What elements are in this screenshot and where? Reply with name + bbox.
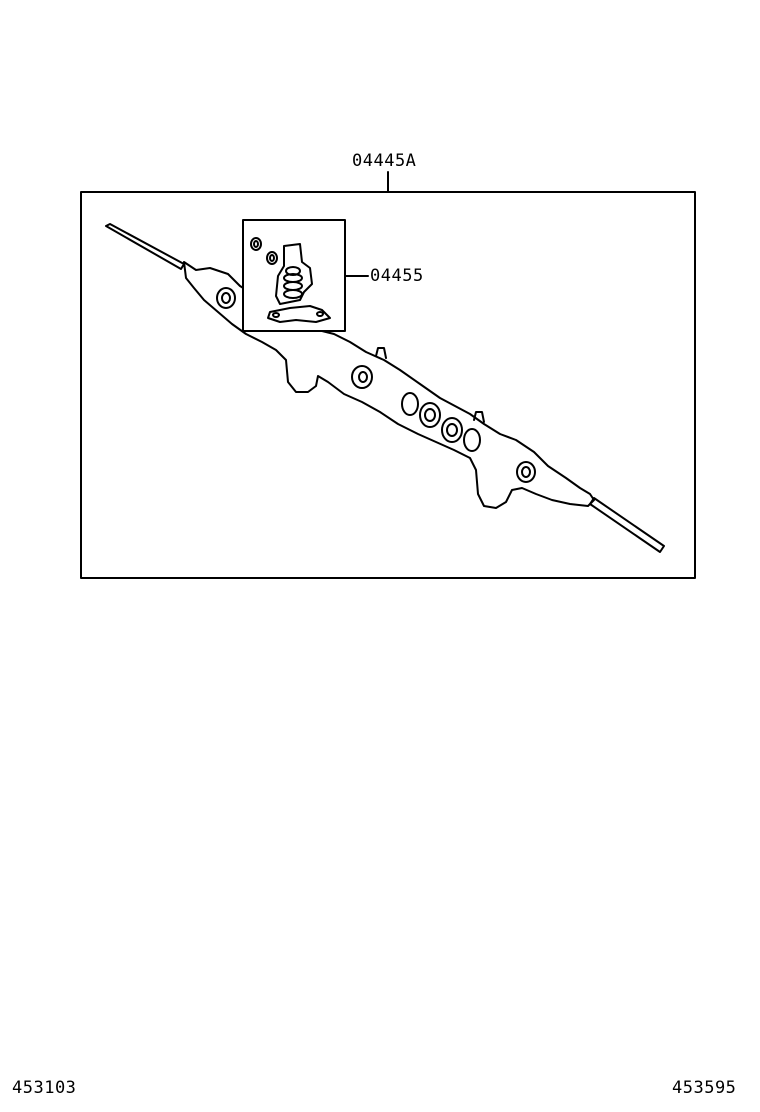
sub-kit-label[interactable]: 04455 [370, 266, 424, 286]
footer-code-left: 453103 [12, 1078, 77, 1098]
assembly-frame [80, 191, 696, 579]
footer-code-right: 453595 [672, 1078, 737, 1098]
sub-kit-inset[interactable] [242, 219, 346, 332]
steering-rack[interactable] [105, 223, 665, 553]
assembly-kit-label[interactable]: 04445A [352, 151, 417, 171]
